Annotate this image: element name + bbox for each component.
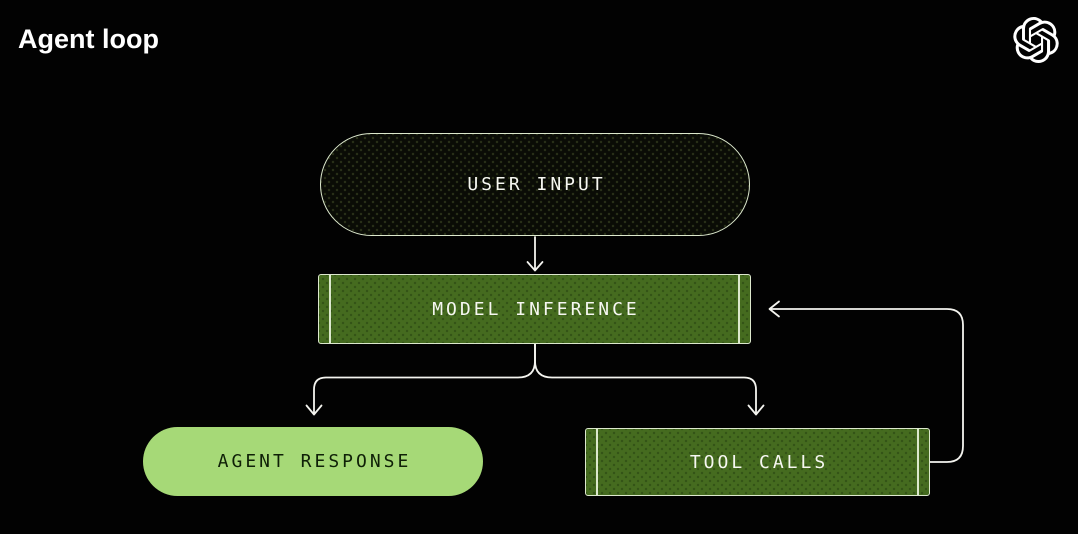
node-user-input-label: USER INPUT [467, 174, 606, 195]
edge-model-inference-to-agent-response [305, 343, 536, 416]
node-tool-calls-label: TOOL CALLS [689, 451, 829, 473]
inner-rule-right [738, 275, 740, 343]
node-agent-response-label: AGENT RESPONSE [217, 451, 412, 472]
page-title: Agent loop [18, 24, 159, 54]
node-user-input: USER INPUT [320, 133, 750, 236]
node-model-inference: MODEL INFERENCE [318, 274, 751, 344]
node-model-inference-label: MODEL INFERENCE [432, 298, 640, 320]
inner-rule-left [596, 429, 598, 495]
openai-logo-icon [1013, 17, 1059, 64]
edge-model-inference-to-tool-calls [534, 343, 765, 416]
node-tool-calls: TOOL CALLS [585, 428, 930, 496]
edge-user-input-to-model-inference [526, 236, 544, 272]
node-agent-response: AGENT RESPONSE [143, 427, 483, 496]
inner-rule-right [917, 429, 919, 495]
inner-rule-left [329, 275, 331, 343]
